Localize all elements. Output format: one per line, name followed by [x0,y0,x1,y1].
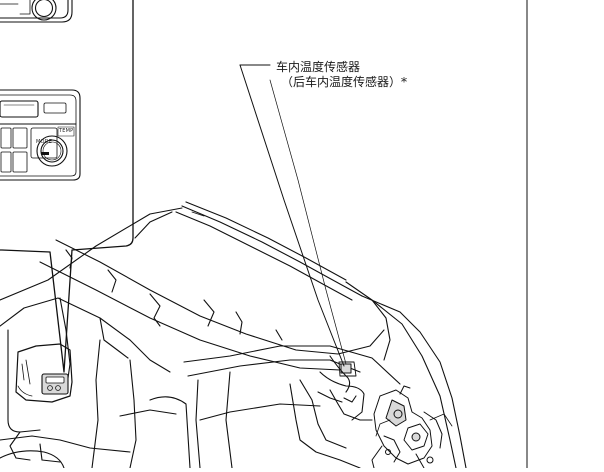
mode-button-label: MODE [36,139,53,145]
panel-button-2 [13,128,27,148]
lower-control-panel [0,90,80,180]
callout-leader-line [240,65,346,366]
vehicle-cabin [0,298,400,468]
vehicle-roof [0,202,466,468]
callout-label-primary: 车内温度传感器 [276,60,361,74]
callout-label-secondary: （后车内温度传感器）* [281,75,408,89]
panel-button-4 [13,152,27,172]
display-window [0,101,38,117]
panel-button-3 [1,152,11,172]
upper-control-panel [0,0,72,22]
inset-callout-frame [0,0,133,372]
temp-knob-label: TEMP [59,128,74,134]
panel-button-1 [1,128,11,148]
lower-temp-knob [37,136,67,166]
sensor-location-detail [318,356,356,402]
rear-ac-control-module [16,344,72,402]
mechanism-cluster [372,386,452,468]
upper-temp-knob [32,0,56,20]
